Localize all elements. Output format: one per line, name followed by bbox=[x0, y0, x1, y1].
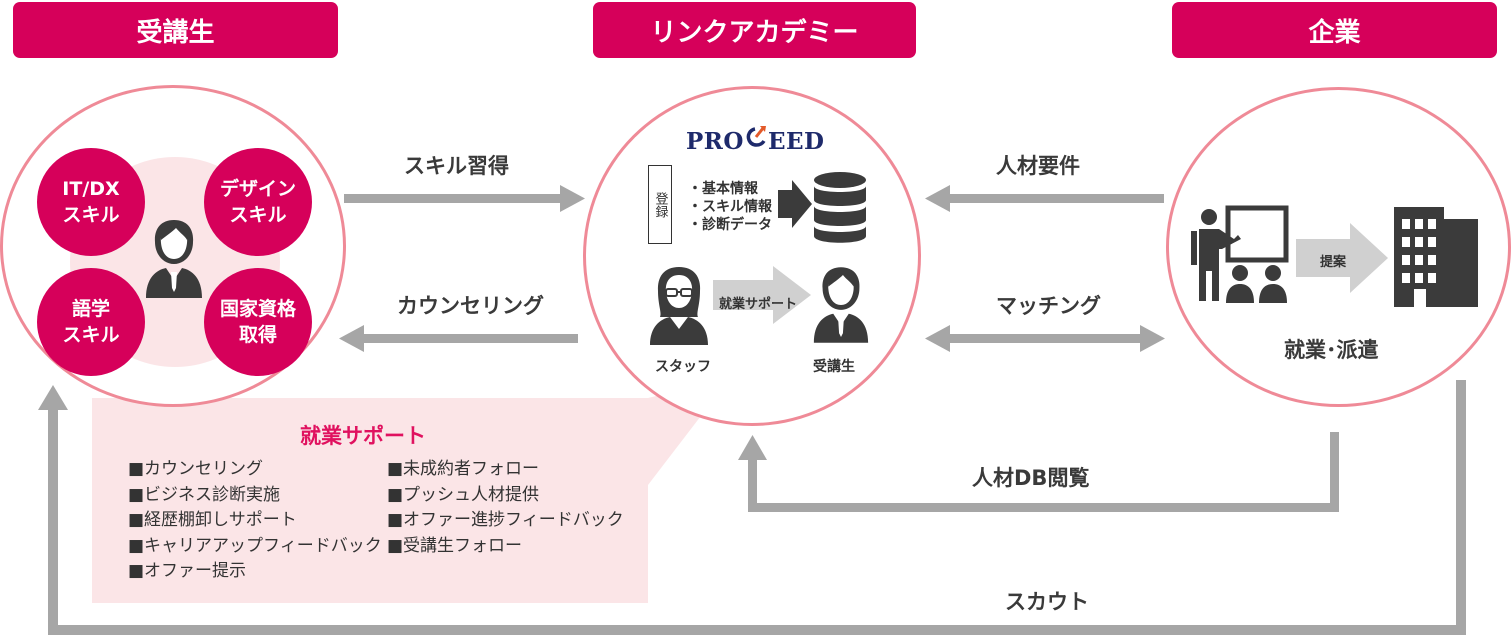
list-item: ■経歴棚卸しサポート bbox=[128, 510, 297, 530]
register-list: ・基本情報 ・スキル情報 ・診断データ bbox=[688, 180, 772, 234]
list-item: ■ビジネス診断実施 bbox=[128, 484, 281, 505]
label-matching: マッチング bbox=[996, 294, 1101, 318]
database-icon bbox=[778, 172, 866, 243]
building-icon bbox=[1394, 207, 1478, 307]
skill-design: デザイン スキル bbox=[204, 148, 312, 256]
label-counseling: カウンセリング bbox=[397, 294, 544, 318]
register-item: ・スキル情報 bbox=[688, 199, 772, 215]
label-scout: スカウト bbox=[1005, 590, 1089, 614]
register-item: ・診断データ bbox=[688, 217, 772, 233]
register-item: ・基本情報 bbox=[688, 181, 758, 197]
list-item: ■受講生フォロー bbox=[387, 535, 523, 556]
support-arrow bbox=[713, 266, 811, 324]
skill-license: 国家資格 取得 bbox=[204, 268, 312, 376]
presenter-icon bbox=[1191, 205, 1289, 303]
student-icon bbox=[146, 220, 202, 298]
arrow-matching bbox=[948, 334, 1142, 343]
staff-icon bbox=[650, 267, 708, 345]
support-title: 就業サポート bbox=[300, 424, 426, 448]
header-students: 受講生 bbox=[13, 2, 338, 58]
support-list-left: ■カウンセリング ■ビジネス診断実施 ■経歴棚卸しサポート ■キャリアアップフィ… bbox=[128, 457, 382, 585]
proceed-logo: PRO EED bbox=[686, 125, 824, 155]
list-item: ■キャリアアップフィードバック bbox=[128, 535, 382, 556]
employment-label: 就業･派遣 bbox=[1284, 338, 1379, 362]
header-academy: リンクアカデミー bbox=[593, 2, 916, 58]
arrow-skill bbox=[344, 194, 562, 203]
header-company: 企業 bbox=[1172, 2, 1497, 58]
skill-it-dx: IT/DX スキル bbox=[37, 148, 145, 256]
arrow-requirements bbox=[948, 194, 1164, 203]
list-item: ■未成約者フォロー bbox=[387, 459, 540, 479]
skill-language: 語学 スキル bbox=[37, 268, 145, 376]
register-box: 登録 bbox=[648, 165, 672, 244]
arrow-db bbox=[748, 432, 1339, 512]
logo-c-icon bbox=[746, 126, 766, 147]
label-db-browse: 人材DB閲覧 bbox=[972, 466, 1090, 490]
proposal-arrow bbox=[1296, 223, 1388, 293]
label-skill-acquisition: スキル習得 bbox=[404, 154, 509, 178]
proposal-label: 提案 bbox=[1320, 255, 1347, 270]
list-item: ■プッシュ人材提供 bbox=[387, 484, 540, 505]
label-requirements: 人材要件 bbox=[996, 154, 1080, 178]
list-item: ■オファー提示 bbox=[128, 561, 247, 581]
arrow-counseling bbox=[362, 334, 578, 343]
staff-label: スタッフ bbox=[655, 359, 711, 375]
list-item: ■カウンセリング bbox=[128, 459, 264, 479]
academy-student-icon bbox=[813, 267, 869, 343]
list-item: ■オファー進捗フィードバック bbox=[387, 510, 624, 530]
support-arrow-label: 就業サポート bbox=[719, 297, 798, 312]
support-list-right: ■未成約者フォロー ■プッシュ人材提供 ■オファー進捗フィードバック ■受講生フ… bbox=[387, 457, 624, 559]
academy-student-label: 受講生 bbox=[813, 359, 855, 375]
